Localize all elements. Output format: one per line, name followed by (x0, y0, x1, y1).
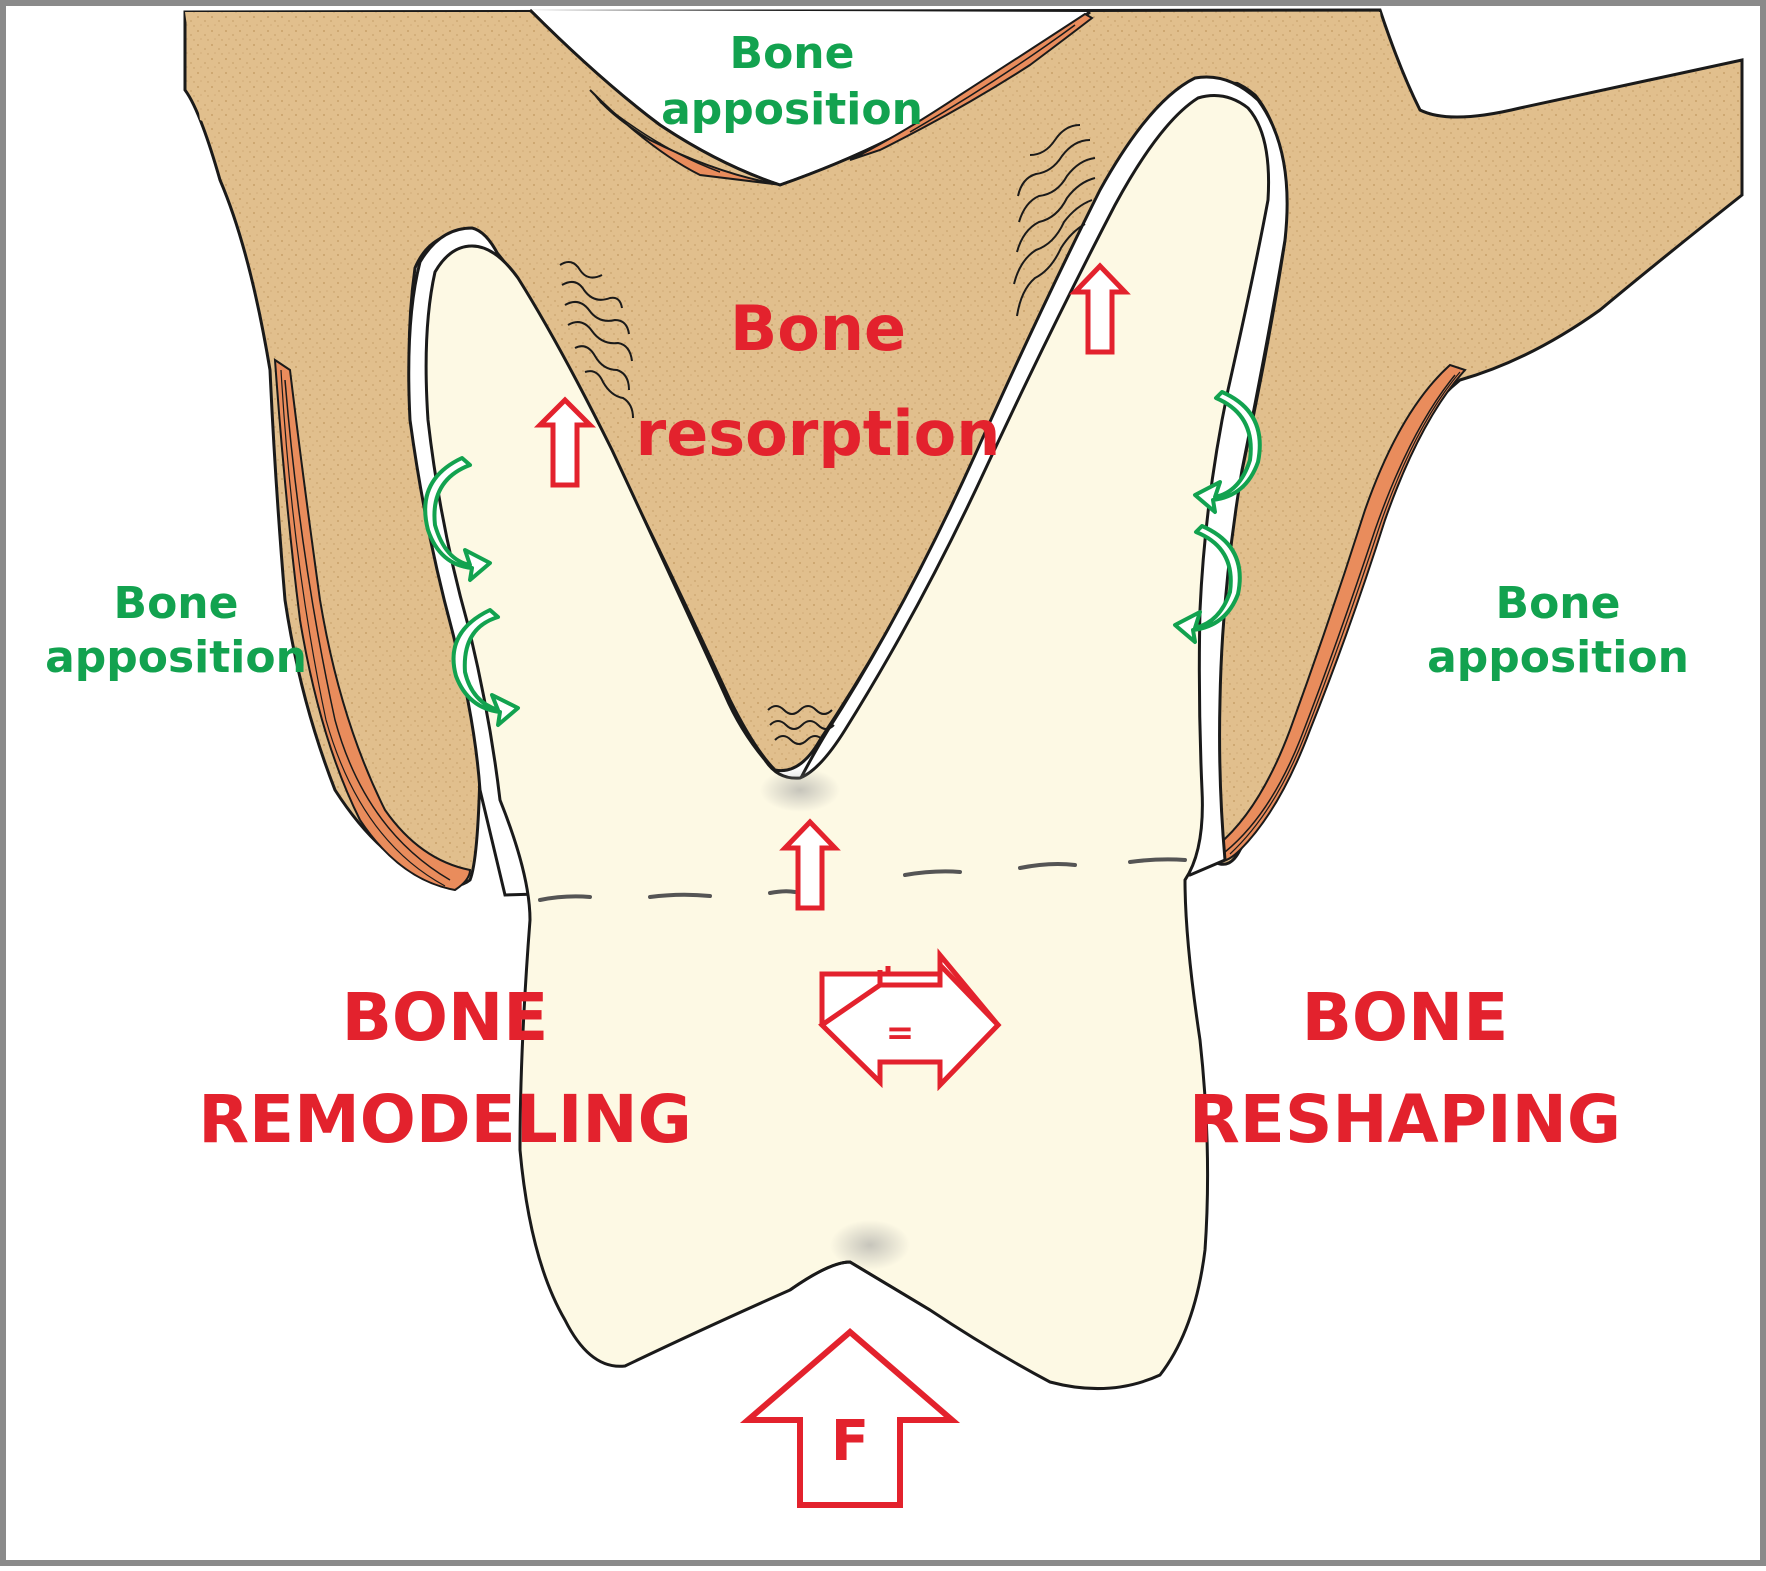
label-remodeling-line1: BONE (342, 979, 549, 1056)
label-apposition-right-line1: Bone (1496, 578, 1621, 629)
label-apposition-right-line2: apposition (1427, 632, 1689, 683)
furcation-shading (760, 768, 840, 812)
label-reshaping-line2: RESHAPING (1189, 1081, 1621, 1158)
label-apposition-left-line1: Bone (114, 578, 239, 629)
force-label: F (831, 1409, 869, 1474)
label-resorption-line2: resorption (636, 397, 1001, 470)
label-reshaping-line1: BONE (1302, 979, 1509, 1056)
label-apposition-top-line2: apposition (661, 84, 923, 135)
label-resorption-line1: Bone (730, 292, 906, 365)
label-remodeling-line2: REMODELING (198, 1081, 692, 1158)
equal-mark: = (886, 1013, 915, 1053)
label-apposition-left-line2: apposition (45, 632, 307, 683)
label-apposition-top-line1: Bone (730, 28, 855, 79)
